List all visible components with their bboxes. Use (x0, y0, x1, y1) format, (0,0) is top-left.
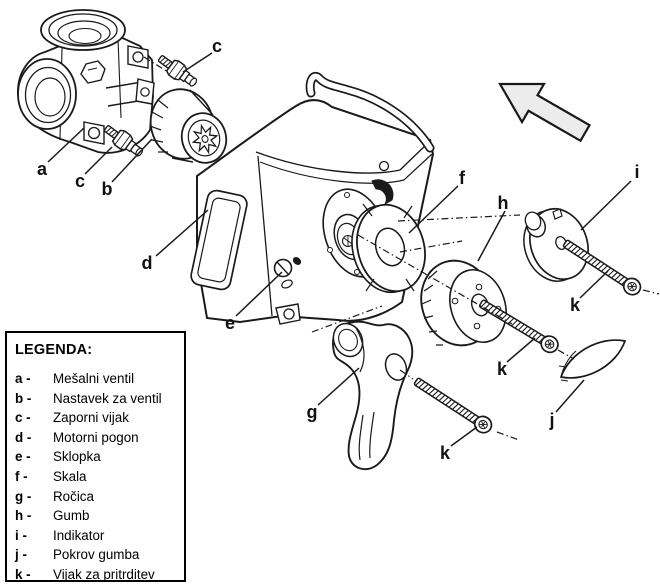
leader-e (235, 271, 283, 317)
legend-item-c: c - Zaporni vijak (15, 408, 178, 428)
leader-j (555, 379, 585, 413)
legend-item-i: i - Indikator (15, 526, 178, 546)
legend-item-f: f - Skala (15, 467, 178, 487)
legend-label: Motorni pogon (53, 429, 139, 445)
legend-key: c - (15, 410, 31, 426)
label-a: a (37, 159, 48, 179)
legend-box: LEGENDA: a - Mešalni ventil b - Nastavek z… (5, 331, 186, 582)
legend-label: Sklopka (53, 449, 101, 465)
legend-label: Pokrov gumba (53, 547, 140, 563)
label-f: f (459, 168, 466, 188)
legend-item-k: k - Vijak za pritrditev (15, 565, 178, 585)
coupling (273, 257, 302, 289)
legend-item-h: h - Gumb (15, 506, 178, 526)
leader-k2 (506, 337, 536, 363)
legend-item-a: a - Mešalni ventil (15, 369, 178, 389)
label-b: b (102, 179, 113, 199)
leader-d (155, 209, 209, 257)
part-labels: a c c b d e f g h i j k k k (37, 36, 640, 463)
direction-arrow (498, 82, 592, 143)
leader-c-bottom (84, 146, 113, 175)
legend-label: Mešalni ventil (53, 371, 135, 386)
leader-f (408, 185, 459, 234)
leader-lines (47, 52, 632, 447)
shutoff-screw-top (154, 50, 202, 92)
legend-item-j: j - Pokrov gumba (15, 545, 178, 565)
legend-label: Skala (53, 468, 87, 484)
label-d: d (142, 253, 153, 273)
handle-lever (332, 320, 414, 471)
knob (420, 259, 507, 347)
label-k3: k (440, 443, 451, 463)
label-g: g (307, 402, 318, 422)
assembly-axis-lines (143, 56, 660, 441)
leader-k3 (450, 426, 478, 447)
legend-key: a - (15, 371, 31, 386)
label-j: j (548, 410, 554, 430)
label-c-top: c (212, 36, 222, 56)
label-c-bottom: c (75, 171, 85, 191)
legend-label: Vijak za pritrditev (53, 566, 155, 582)
legend-label: Nastavek za ventil (53, 390, 162, 406)
leader-a (47, 127, 85, 163)
legend-item-g: g - Ročica (15, 487, 178, 507)
legend-key: j - (15, 547, 27, 563)
label-e: e (225, 313, 235, 333)
legend-item-d: d - Motorni pogon (15, 428, 178, 448)
legend-label: Indikator (53, 527, 105, 543)
leader-k1 (579, 270, 609, 299)
label-i: i (634, 162, 639, 182)
label-h: h (498, 193, 509, 213)
legend-label: Ročica (53, 488, 94, 504)
legend-item-e: e - Sklopka (15, 447, 178, 467)
leader-h (477, 210, 506, 262)
label-k2: k (497, 359, 508, 379)
legend-key: b - (15, 390, 32, 406)
scale-dial (351, 203, 426, 294)
legend-key: h - (15, 508, 32, 524)
legend-key: k - (15, 566, 31, 582)
legend-key: d - (15, 429, 32, 445)
leader-c-top (182, 52, 213, 73)
mixing-valve-body (17, 9, 155, 154)
legend-label: Gumb (53, 508, 90, 524)
actuator-cable (305, 72, 435, 153)
legend-key: i - (15, 527, 27, 543)
knob-cover (558, 339, 627, 382)
legend-key: e - (15, 449, 31, 465)
legend-label: Zaporni vijak (53, 410, 129, 426)
leader-g (317, 367, 360, 406)
legend-key: g - (15, 488, 32, 504)
indicator-disc (523, 207, 589, 282)
legend-key: f - (15, 468, 28, 484)
leader-b (111, 138, 153, 183)
valve-adapter (149, 88, 228, 164)
legend-item-b: b - Nastavek za ventil (15, 389, 178, 409)
fixing-screw-handle (410, 373, 496, 437)
legend-title: LEGENDA: (15, 342, 93, 358)
leader-i (580, 180, 632, 231)
label-k1: k (570, 295, 581, 315)
